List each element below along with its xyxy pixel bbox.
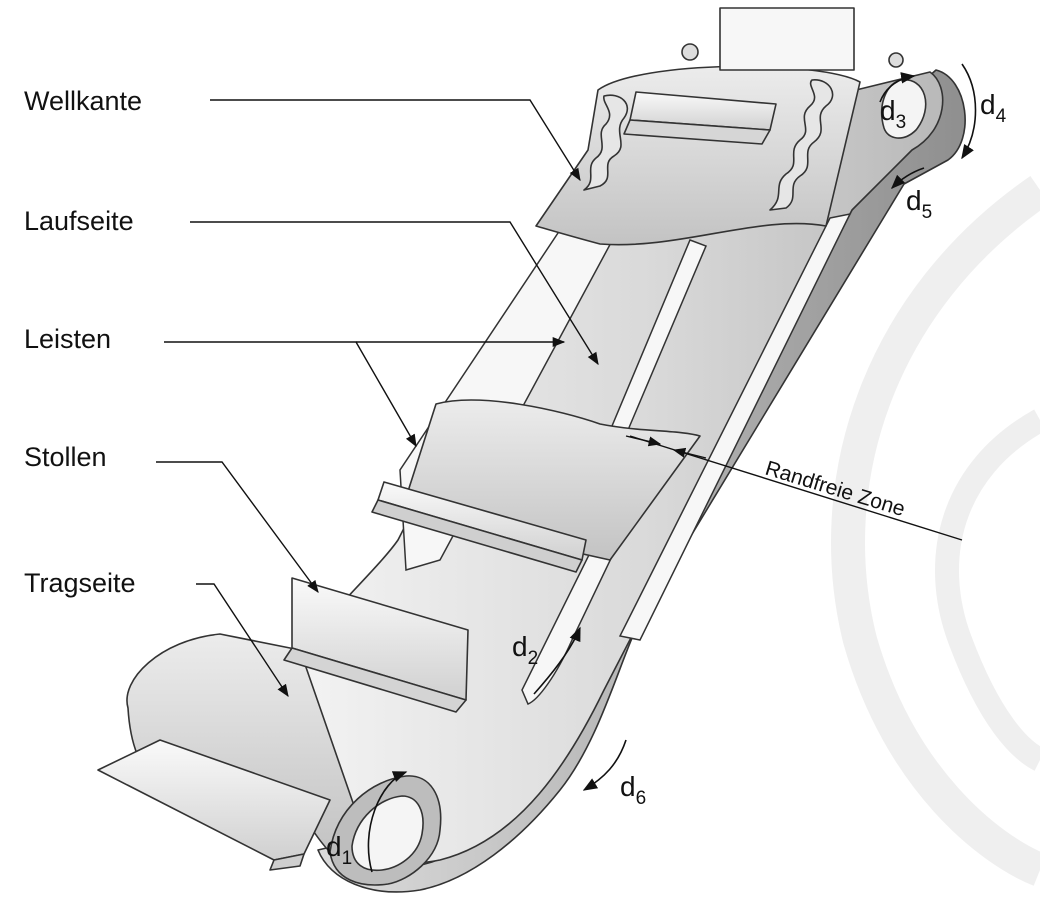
leader-stollen: [156, 461, 319, 594]
middle-sheet: [371, 399, 701, 573]
label-d3: d3: [880, 95, 906, 133]
label-d1: d1: [326, 831, 352, 869]
top-sheet-body: [535, 65, 861, 246]
arrow-d5: [890, 167, 925, 190]
label-stollen: Stollen: [24, 442, 107, 472]
corrugated-edge-right: [769, 79, 834, 211]
top-sheet: [535, 7, 904, 246]
arrow-d1: [367, 771, 408, 873]
right-strip: [618, 212, 852, 641]
label-d2: d2: [512, 631, 538, 669]
arrow-d4: [961, 63, 977, 160]
top-loop-inner: [880, 79, 927, 139]
leader-lines: [156, 99, 963, 698]
label-d5: d5: [906, 185, 932, 223]
lower-cleats: [97, 577, 469, 871]
label-leisten: Leisten: [24, 324, 111, 354]
label-laufseite: Laufseite: [24, 206, 134, 236]
label-wellkante: Wellkante: [24, 86, 142, 116]
arrow-d3: [879, 72, 916, 103]
label-tragseite: Tragseite: [24, 568, 136, 598]
corrugated-edge-left: [583, 94, 629, 191]
leader-tragseite: [196, 583, 289, 698]
leader-wellkante: [210, 99, 581, 182]
leader-laufseite: [190, 221, 599, 366]
arrow-d2: [533, 626, 581, 695]
label-d4: d4: [980, 89, 1007, 127]
label-d6: d6: [620, 771, 646, 809]
top-plate: [719, 7, 855, 71]
leader-leisten: [164, 341, 417, 448]
arrow-d6: [582, 739, 627, 791]
dimension-labels: d1 d2 d3 d4 d5 d6: [326, 89, 1007, 869]
dimension-arrows: [367, 63, 977, 873]
front-plate: [97, 739, 331, 861]
watermark: [831, 175, 1040, 886]
